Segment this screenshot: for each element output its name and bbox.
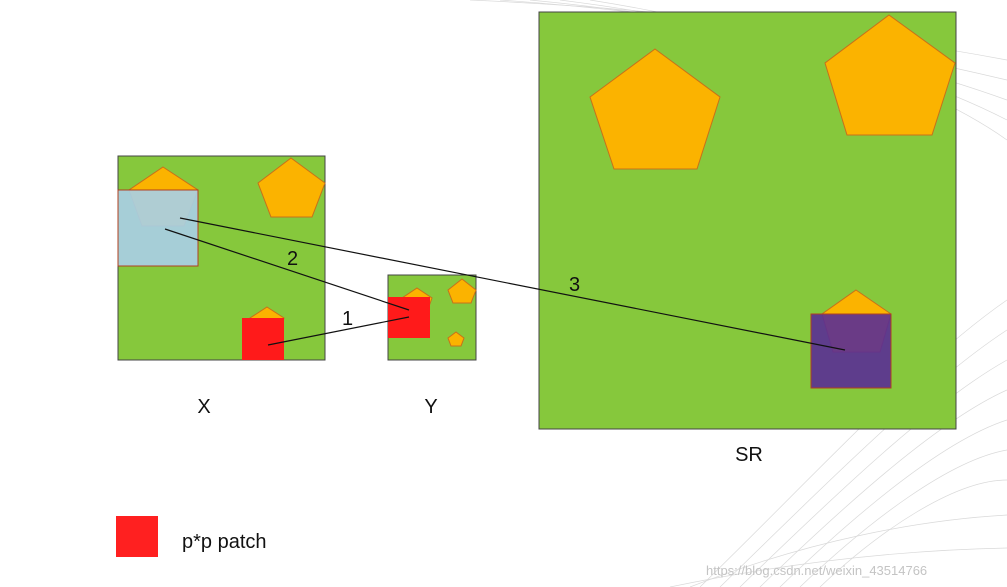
legend-label: p*p patch [182, 531, 267, 553]
legend-swatch-red [116, 516, 158, 557]
panel-y [387, 274, 477, 361]
pentagon-shape [447, 331, 465, 347]
patch-query-red [242, 318, 284, 360]
legend: p*p patch [116, 516, 267, 557]
panel-x [117, 155, 326, 361]
connector-label-2: 2 [287, 248, 298, 270]
connector-label-1: 1 [342, 308, 353, 330]
pentagon-shape [447, 278, 477, 304]
connector-lines [164, 217, 846, 351]
connector-line-2 [164, 228, 410, 311]
panel-sr [538, 11, 957, 430]
patch-query-blue [117, 189, 199, 267]
connector-line-1 [267, 316, 410, 346]
panel-x-label: X [197, 396, 210, 418]
watermark-text: https://blog.csdn.net/weixin_43514766 [706, 563, 927, 578]
pentagon-shape [257, 157, 326, 218]
patch-sr-purple [810, 313, 892, 389]
pentagon-shape [589, 48, 721, 170]
panel-y-label: Y [424, 396, 437, 418]
connector-line-3 [179, 217, 846, 351]
connector-label-3: 3 [569, 274, 580, 296]
panel-sr-label: SR [735, 444, 763, 466]
pentagon-shape [824, 14, 956, 136]
